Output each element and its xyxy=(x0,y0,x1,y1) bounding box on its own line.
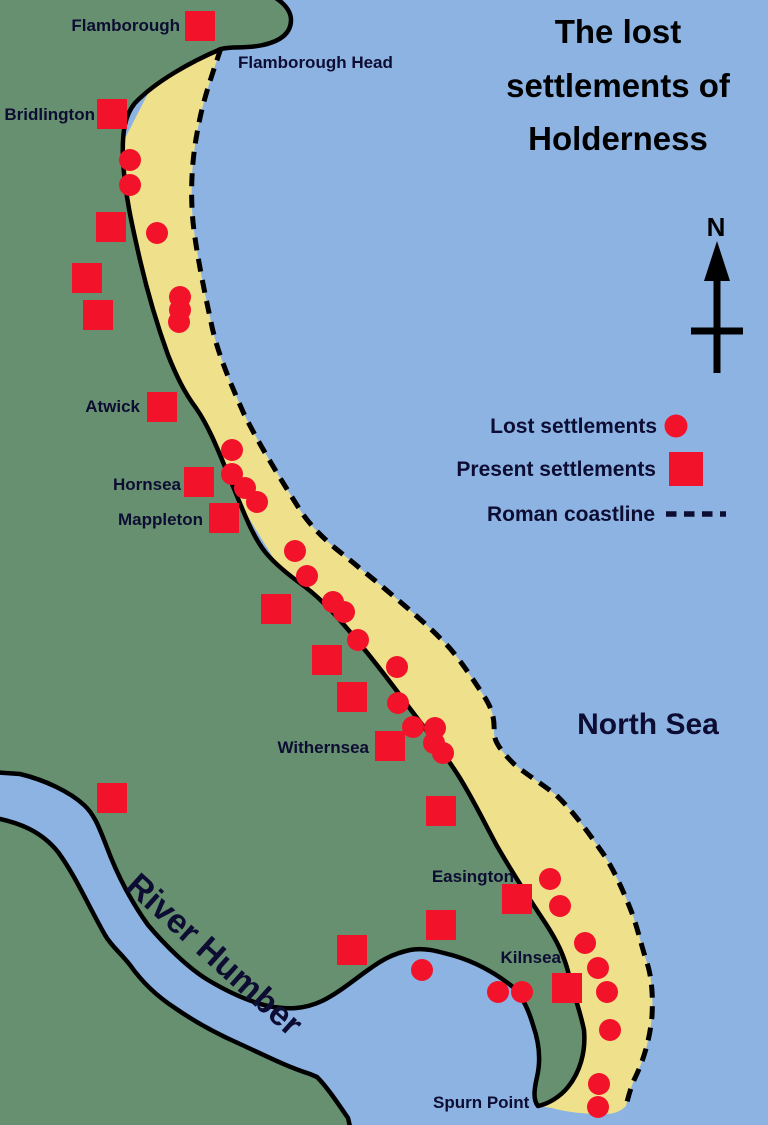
lost-settlement-marker xyxy=(411,959,433,981)
present-settlement-markers xyxy=(72,11,582,1003)
north-arrow-label: N xyxy=(707,212,726,242)
lost-settlement-marker xyxy=(333,601,355,623)
present-settlement-marker xyxy=(261,594,291,624)
lost-settlement-marker xyxy=(539,868,561,890)
mainland-holderness xyxy=(0,0,587,1109)
north-arrow: N xyxy=(691,212,743,373)
lost-settlement-marker xyxy=(119,174,141,196)
place-label-bridlington: Bridlington xyxy=(4,105,95,124)
legend-roman-label: Roman coastline xyxy=(487,503,655,526)
place-label-withernsea: Withernsea xyxy=(278,738,370,757)
present-settlement-marker xyxy=(337,935,367,965)
roman-coastline-dashed-line xyxy=(189,47,655,1107)
legend: Lost settlements Present settlements Rom… xyxy=(456,414,726,526)
present-settlement-marker xyxy=(552,973,582,1003)
lost-settlement-marker xyxy=(432,742,454,764)
lost-settlement-marker xyxy=(587,1096,609,1118)
present-settlement-marker xyxy=(83,300,113,330)
place-label-mappleton: Mappleton xyxy=(118,510,203,529)
lost-settlement-marker xyxy=(549,895,571,917)
lost-settlement-marker xyxy=(588,1073,610,1095)
present-settlement-marker xyxy=(147,392,177,422)
map-title-line-3: Holderness xyxy=(528,120,708,157)
north-sea-label: North Sea xyxy=(577,708,719,741)
present-settlement-marker xyxy=(502,884,532,914)
lost-settlement-marker xyxy=(347,629,369,651)
lost-settlement-marker xyxy=(146,222,168,244)
place-label-flamborough-head: Flamborough Head xyxy=(238,53,393,72)
lost-land-area xyxy=(115,48,653,1115)
present-settlement-marker xyxy=(97,99,127,129)
legend-lost-swatch xyxy=(664,414,688,438)
place-label-atwick: Atwick xyxy=(85,397,140,416)
place-label-kilnsea: Kilnsea xyxy=(501,948,562,967)
map-title-line-1: The lost xyxy=(555,13,682,50)
north-arrow-head xyxy=(704,241,730,281)
lost-settlement-marker xyxy=(221,463,243,485)
present-settlement-marker xyxy=(312,645,342,675)
present-settlement-marker xyxy=(72,263,102,293)
present-settlement-marker xyxy=(209,503,239,533)
present-settlement-marker xyxy=(184,467,214,497)
lost-settlement-marker xyxy=(387,692,409,714)
lost-settlement-marker xyxy=(246,491,268,513)
legend-present-label: Present settlements xyxy=(456,458,656,481)
lost-settlement-marker xyxy=(386,656,408,678)
place-label-hornsea: Hornsea xyxy=(113,475,182,494)
present-settlement-marker xyxy=(97,783,127,813)
place-label-spurn-point: Spurn Point xyxy=(433,1093,530,1112)
place-label-flamborough: Flamborough xyxy=(71,16,180,35)
lost-settlement-marker xyxy=(168,311,190,333)
lost-settlement-marker xyxy=(402,716,424,738)
lost-settlement-marker xyxy=(119,149,141,171)
lost-settlement-marker xyxy=(487,981,509,1003)
lost-settlement-marker xyxy=(221,439,243,461)
lost-settlement-markers xyxy=(119,149,621,1118)
present-settlement-marker xyxy=(96,212,126,242)
present-settlement-marker xyxy=(426,796,456,826)
present-settlement-marker xyxy=(426,910,456,940)
present-settlement-marker xyxy=(337,682,367,712)
place-label-easington: Easington xyxy=(432,867,514,886)
lost-settlement-marker xyxy=(284,540,306,562)
lost-settlement-marker xyxy=(574,932,596,954)
lost-settlement-marker xyxy=(596,981,618,1003)
south-humber-bank xyxy=(0,816,352,1125)
lost-settlement-marker xyxy=(511,981,533,1003)
lost-settlement-marker xyxy=(587,957,609,979)
legend-present-swatch xyxy=(669,452,703,486)
legend-lost-label: Lost settlements xyxy=(490,415,657,438)
lost-settlement-marker xyxy=(296,565,318,587)
lost-settlement-marker xyxy=(599,1019,621,1041)
map-title-line-2: settlements of xyxy=(506,67,731,104)
present-settlement-marker xyxy=(185,11,215,41)
present-settlement-marker xyxy=(375,731,405,761)
